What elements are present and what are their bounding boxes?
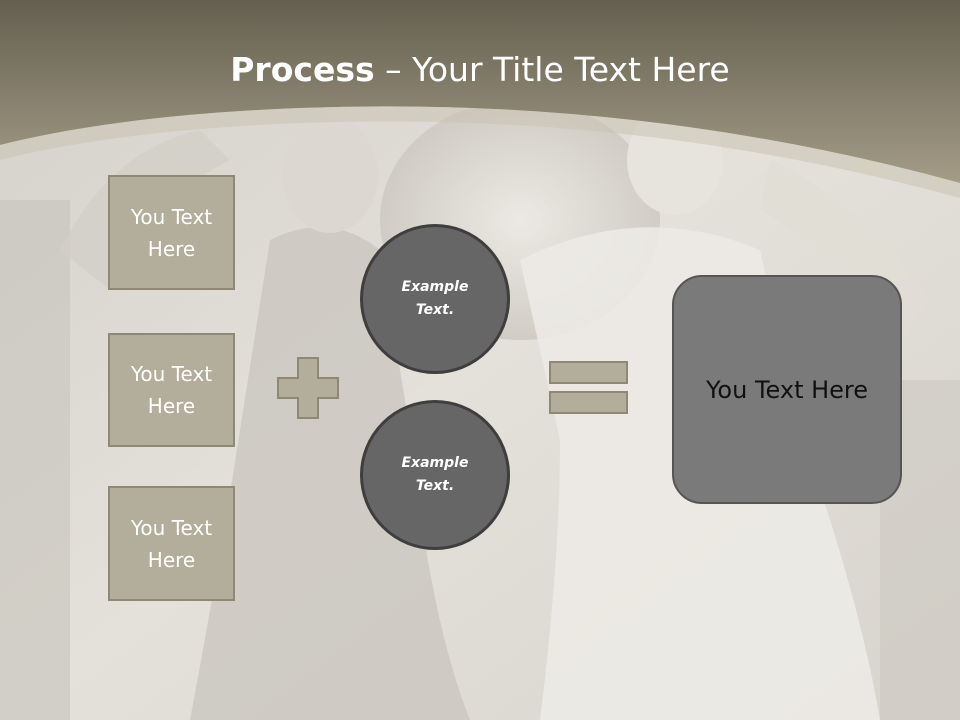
result-box-label: You Text Here — [705, 375, 869, 404]
example-circle-2-label: Example Text. — [401, 455, 469, 494]
input-box-3[interactable]: You Text Here — [108, 486, 235, 601]
input-box-1-label: You Text Here — [130, 204, 213, 261]
input-box-2-label: You Text Here — [130, 362, 213, 418]
plus-icon — [277, 357, 339, 419]
title-bold: Process — [230, 50, 375, 89]
example-circle-1[interactable]: Example Text. — [360, 224, 510, 374]
input-box-3-label: You Text Here — [130, 515, 213, 572]
title-rest: – Your Title Text Here — [374, 50, 730, 89]
example-circle-2[interactable]: Example Text. — [360, 400, 510, 550]
input-box-1[interactable]: You Text Here — [108, 175, 235, 290]
slide-title: Process – Your Title Text Here — [0, 50, 960, 89]
equals-icon — [549, 361, 628, 414]
example-circle-1-label: Example Text. — [401, 279, 469, 318]
input-box-2[interactable]: You Text Here — [108, 333, 235, 447]
result-box[interactable]: You Text Here — [672, 275, 902, 504]
